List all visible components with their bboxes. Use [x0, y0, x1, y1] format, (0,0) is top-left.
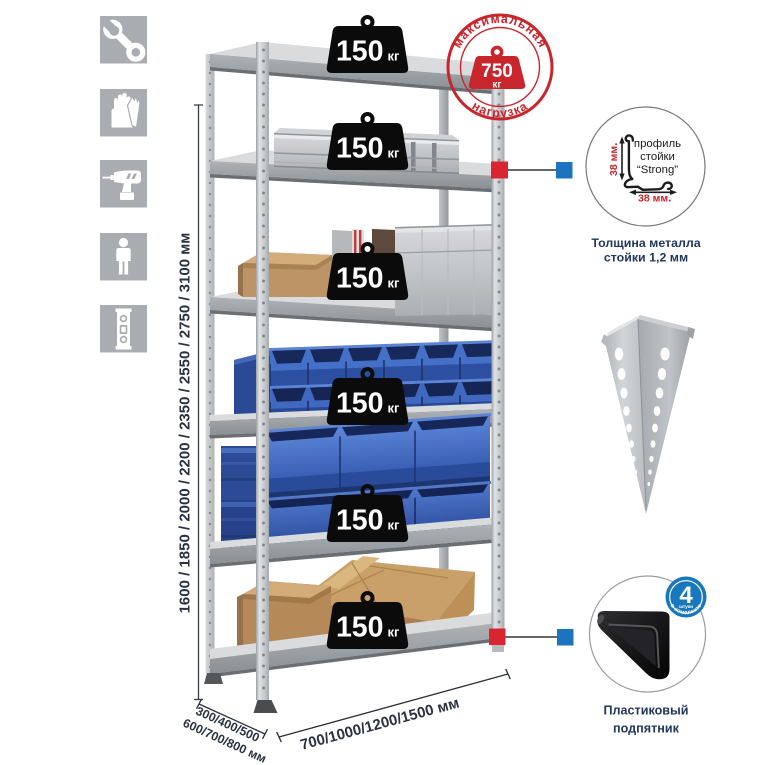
svg-text:кг: кг	[388, 146, 401, 161]
svg-text:кг: кг	[388, 49, 401, 64]
svg-text:“Strong”: “Strong”	[637, 164, 678, 176]
svg-text:150: 150	[336, 133, 384, 165]
svg-text:150: 150	[336, 36, 384, 68]
svg-text:38 мм.: 38 мм.	[606, 143, 620, 176]
svg-text:1600 / 1850 / 2000 / 2200 / 23: 1600 / 1850 / 2000 / 2200 / 2350 / 2550 …	[177, 233, 194, 614]
svg-text:750: 750	[481, 61, 513, 82]
svg-text:кг: кг	[388, 401, 401, 416]
svg-text:стойки: стойки	[640, 151, 675, 163]
svg-text:Толщина металла: Толщина металла	[591, 236, 700, 250]
svg-text:подпятник: подпятник	[613, 722, 680, 736]
svg-text:кг: кг	[388, 625, 401, 640]
svg-text:нагрузка: нагрузка	[470, 99, 531, 121]
svg-text:стойки 1,2 мм: стойки 1,2 мм	[604, 250, 688, 264]
svg-text:150: 150	[336, 505, 384, 537]
svg-text:кг: кг	[388, 518, 401, 533]
svg-text:штуки: штуки	[679, 604, 693, 609]
svg-text:профиль: профиль	[634, 138, 681, 150]
svg-text:4: 4	[679, 582, 693, 609]
svg-text:150: 150	[336, 612, 384, 644]
svg-text:150: 150	[336, 388, 384, 420]
svg-text:кг: кг	[388, 276, 401, 291]
svg-text:150: 150	[336, 263, 384, 295]
svg-text:38 мм.: 38 мм.	[638, 191, 671, 205]
svg-text:Пластиковый: Пластиковый	[603, 704, 688, 718]
svg-text:кг: кг	[492, 80, 501, 91]
